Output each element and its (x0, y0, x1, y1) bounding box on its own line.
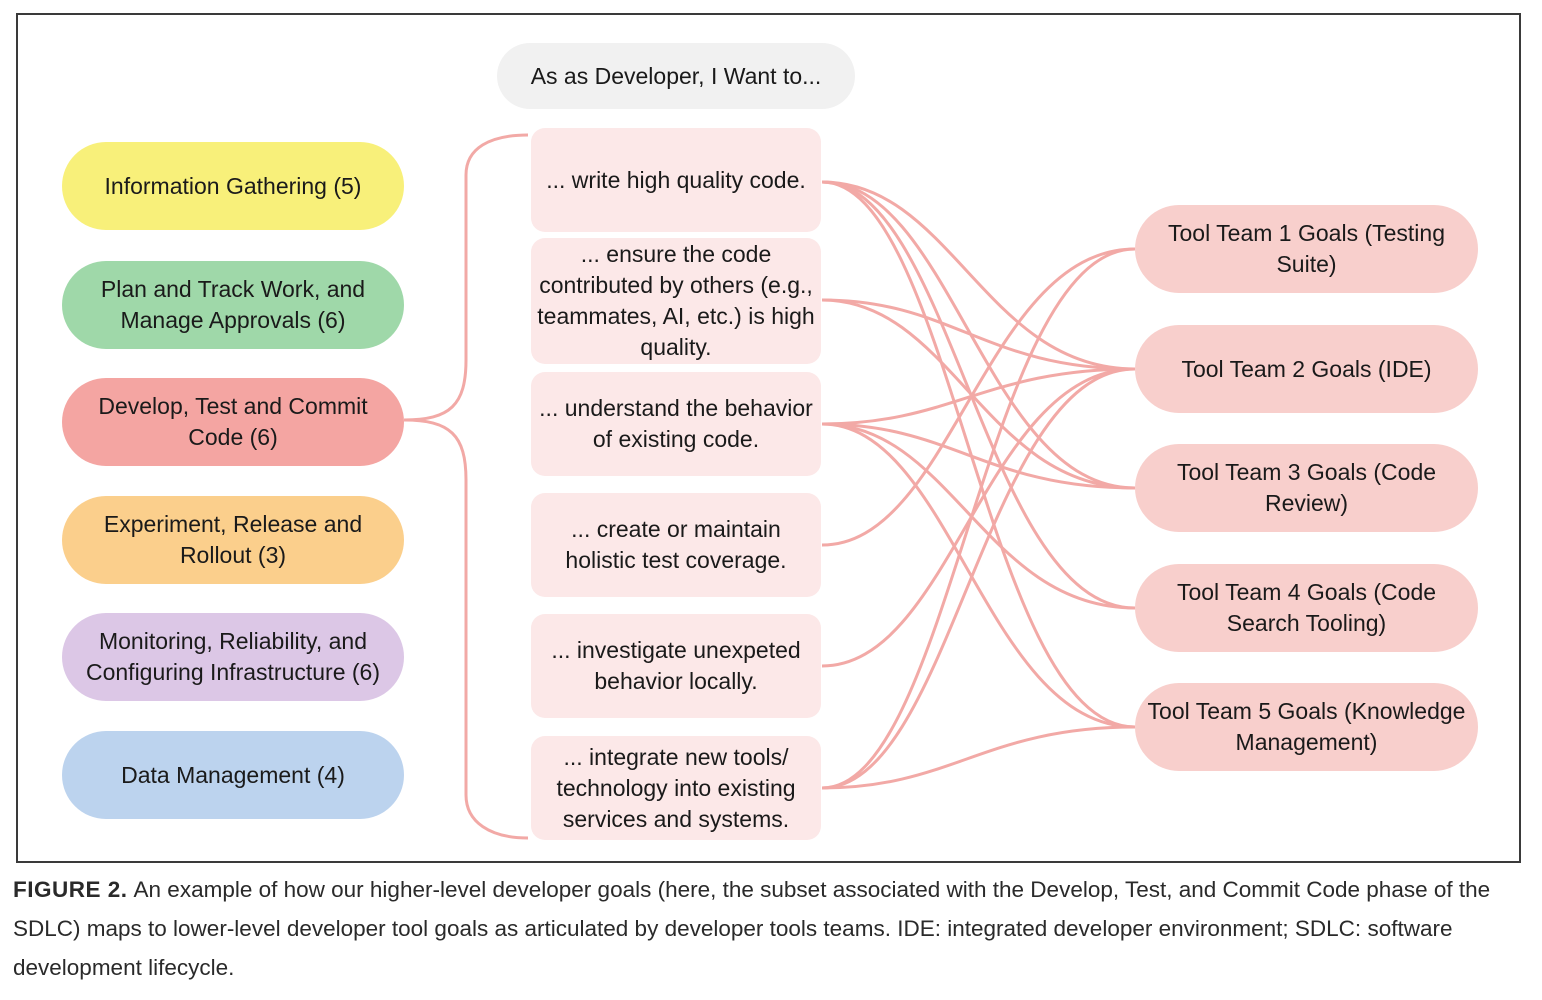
team-3-code-review: Tool Team 3 Goals (Code Review) (1135, 444, 1478, 532)
team-1-testing-suite: Tool Team 1 Goals (Testing Suite) (1135, 205, 1478, 293)
developer-goal-header: As as Developer, I Want to... (497, 43, 855, 109)
team-5-knowledge-management: Tool Team 5 Goals (Knowledge Management) (1135, 683, 1478, 771)
team-2-ide: Tool Team 2 Goals (IDE) (1135, 325, 1478, 413)
team-4-code-search: Tool Team 4 Goals (Code Search Tooling) (1135, 564, 1478, 652)
goal-investigate-behavior: ... investigate unexpeted behavior local… (531, 614, 821, 718)
figure-frame (16, 13, 1521, 863)
goal-ensure-contributed-quality: ... ensure the code contributed by other… (531, 238, 821, 364)
phase-plan-track-work: Plan and Track Work, and Manage Approval… (62, 261, 404, 349)
phase-experiment-release: Experiment, Release and Rollout (3) (62, 496, 404, 584)
phase-monitoring-infrastructure: Monitoring, Reliability, and Configuring… (62, 613, 404, 701)
goal-write-quality-code: ... write high quality code. (531, 128, 821, 232)
caption-text: An example of how our higher-level devel… (13, 877, 1491, 980)
caption-label: FIGURE 2. (13, 877, 128, 902)
figure-caption: FIGURE 2.An example of how our higher-le… (13, 870, 1528, 987)
goal-test-coverage: ... create or maintain holistic test cov… (531, 493, 821, 597)
phase-information-gathering: Information Gathering (5) (62, 142, 404, 230)
phase-develop-test-commit: Develop, Test and Commit Code (6) (62, 378, 404, 466)
goal-integrate-tools: ... integrate new tools/ technology into… (531, 736, 821, 840)
phase-data-management: Data Management (4) (62, 731, 404, 819)
goal-understand-existing-code: ... understand the behavior of existing … (531, 372, 821, 476)
